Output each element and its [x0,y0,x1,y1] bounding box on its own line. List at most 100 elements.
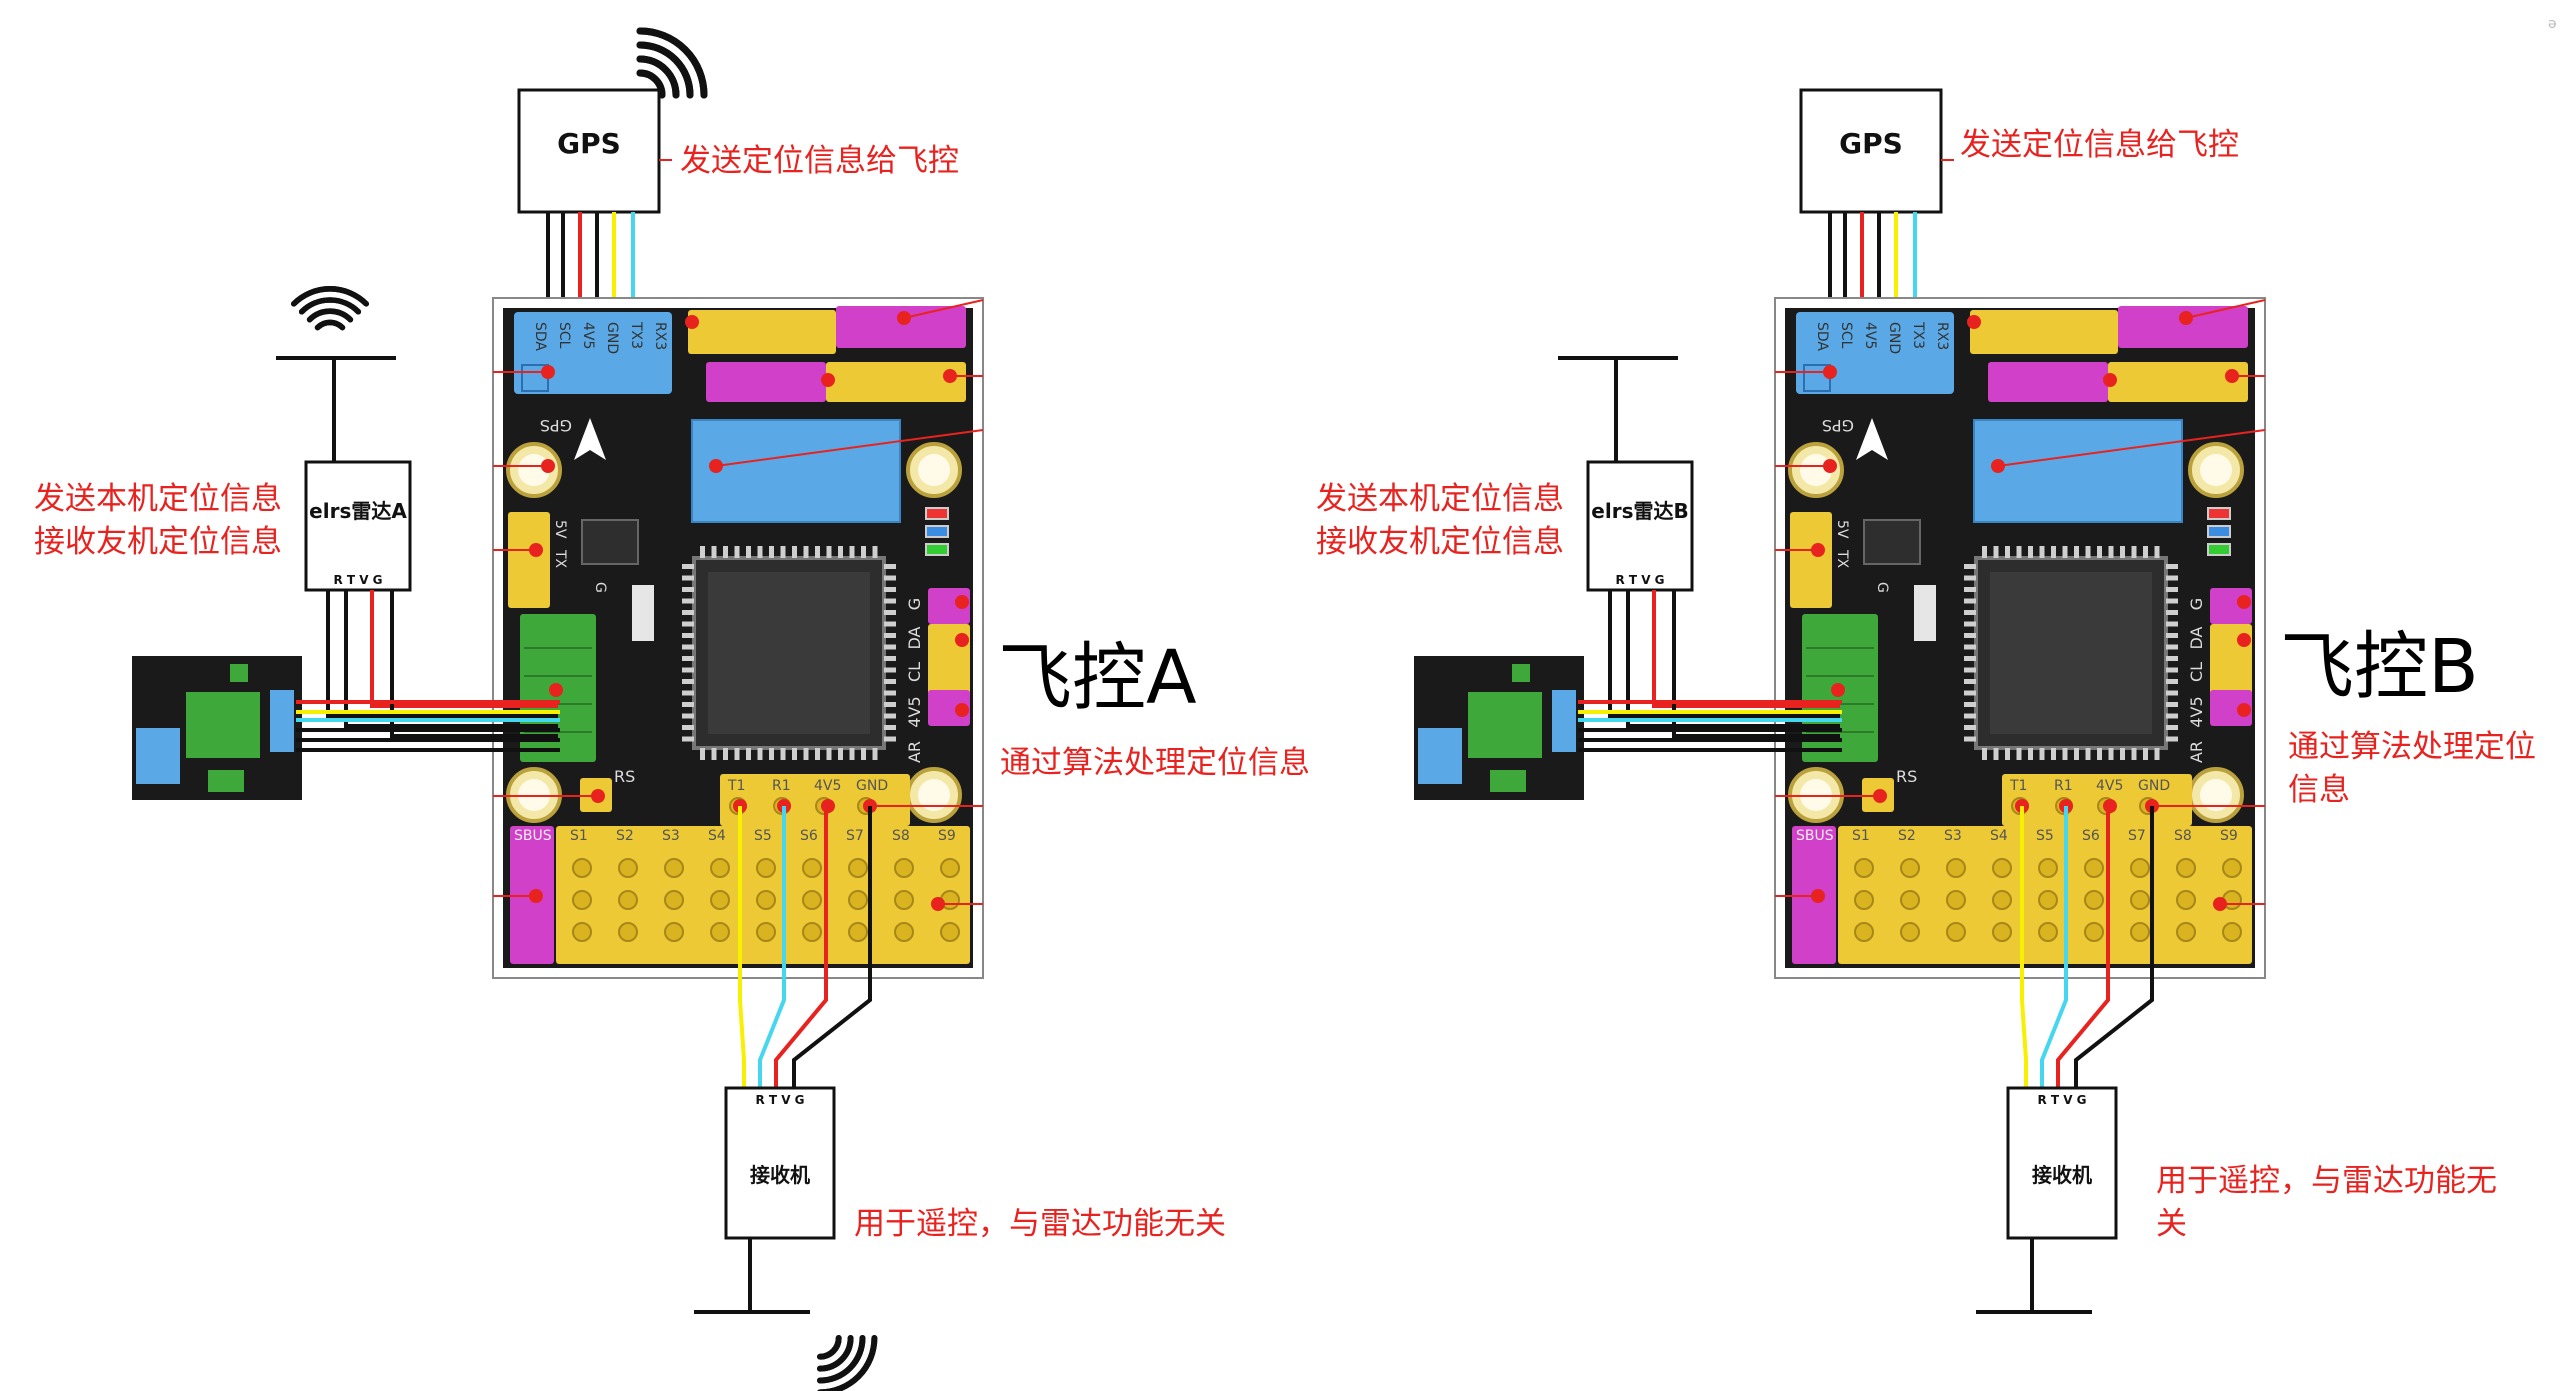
receiver-note-b: 用于遥控，与雷达功能无关 [2156,1163,2497,1242]
radar-wire-b-3 [1672,590,1840,738]
receiver-antenna-waves-b-arc-2 [817,1335,866,1384]
mcu-pin-left-b-5 [1964,621,1976,627]
adapter-green-part-a [186,692,260,758]
servo-pin-s3-a: S3 [662,828,680,844]
mcu-pin-left-a-7 [682,644,694,650]
annotation-dot-a-3 [685,315,699,329]
mcu-pin-right-b-1 [2166,575,2178,581]
right-conn-magenta-a [928,690,970,726]
radar-module-a [304,460,412,592]
radar-wire-a-1 [344,590,558,728]
servo-pad-b-6-0 [2084,858,2104,878]
servo-pad-b-4-0 [1992,858,2012,878]
servo-pad-a-3-1 [664,890,684,910]
servo-pad-b-1-1 [1854,890,1874,910]
servo-pad-a-4-0 [710,858,730,878]
right-pin-4v5-a: 4V5 [905,696,924,727]
radar-note-a-line2: 接收友机定位信息 [34,524,282,560]
mcu-pin-left-a-5 [682,621,694,627]
radar-wire-b-2 [1652,590,1840,708]
servo-pad-b-2-1 [1900,890,1920,910]
top-connector-5-b [2108,362,2248,402]
mcu-pin-right-a-12 [884,702,896,707]
receiver-wire-b-3 [2074,806,2154,1088]
fc-note-b: 通过算法处理定位信息 [2288,729,2536,808]
top-connector-2-b [2118,306,2228,348]
servo-pin-s7-a: S7 [846,828,864,844]
servo-pad-a-5-2 [756,922,776,942]
servo-pad-a-6-2 [802,922,822,942]
servo-pad-a-5-0 [756,858,776,878]
mcu-pin-top-b-3 [2016,546,2022,558]
mcu-pin-right-b-8 [2166,656,2178,661]
mcu-pin-bottom-b-12 [2120,748,2125,760]
radar-antenna-waves-b [291,286,369,331]
mcu-pin-top-b-5 [2039,546,2045,558]
annotation-leader-b-9 [2185,299,2266,319]
mcu-pin-bottom-b-10 [2097,748,2102,760]
gps-arrow-icon-a [574,418,606,460]
right-pin-cl-a: CL [905,662,924,682]
mcu-pin-bottom-b-7 [2062,748,2068,760]
mcu-pin-left-a-1 [682,575,694,581]
servo-pin-s5-b: S5 [2036,828,2054,844]
status-led-b-0 [2207,507,2231,520]
receiver-pins-b: R T V G [2037,1093,2086,1107]
mcu-pin-top-b-12 [2120,546,2125,558]
mcu-pin-bottom-b-2 [2005,748,2010,760]
servo-pad-a-1-0 [572,858,592,878]
right-pin-da-a: DA [905,626,924,649]
gps-pin-tx3-a: TX3 [628,321,644,349]
servo-pad-b-5-0 [2038,858,2058,878]
mcu-pin-bottom-b-1 [1993,748,1999,760]
radar-note-b-line2: 接收友机定位信息 [1316,524,1564,560]
servo-pad-b-5-1 [2038,890,2058,910]
mcu-pin-left-b-7 [1964,644,1976,650]
radar-wire-a-0 [326,590,558,718]
receiver-antenna-waves-b-arc-3 [817,1335,878,1391]
mcu-pin-right-a-14 [884,725,896,730]
mcu-pin-top-b-6 [2051,546,2056,558]
top-connector-5-a [826,362,966,402]
radar-label-b: elrs雷达B [1591,499,1688,523]
receiver-wire-a-1 [758,806,786,1088]
servo-pin-s9-b: S9 [2220,828,2238,844]
gps-module-a [517,88,661,214]
mcu-pin-right-a-7 [884,644,896,650]
uart-pin-4v5-a: 4V5 [814,778,841,794]
mcu-pin-top-a-15 [872,546,878,558]
mcu-pin-right-b-2 [2166,587,2178,592]
mcu-pin-bottom-a-13 [849,748,855,760]
mcu-pin-right-b-13 [2166,713,2178,719]
mcu-pin-left-a-0 [682,564,694,569]
mcu-pin-left-a-4 [682,610,694,615]
mount-hole-center-b-1 [2200,454,2232,486]
servo-pin-s9-a: S9 [938,828,956,844]
servo-pad-b-3-0 [1946,858,1966,878]
mcu-pin-top-a-8 [792,546,797,558]
servo-pad-b-4-1 [1992,890,2012,910]
servo-pad-a-5-1 [756,890,776,910]
gps-pin-gnd-b: GND [1886,322,1902,354]
mcu-pin-left-b-14 [1964,725,1976,730]
gps-pin-tx3-b: TX3 [1910,321,1926,349]
mcu-pin-left-b-4 [1964,610,1976,615]
uart-pin-t1-a: T1 [727,778,745,794]
receiver-pins-a: R T V G [755,1093,804,1107]
mcu-pin-bottom-b-14 [2143,748,2148,760]
radar-antenna-waves-b-arc-3 [291,286,369,307]
servo-pin-s4-b: S4 [1990,828,2008,844]
annotation-leader-a-9 [903,299,984,319]
servo-pad-b-2-0 [1900,858,1920,878]
mcu-pin-left-b-9 [1964,667,1976,673]
annotation-leader-a-2 [715,429,984,467]
gps-antenna-waves-b [636,27,708,99]
radar-module-b [1586,460,1694,592]
servo-pad-a-2-1 [618,890,638,910]
servo-pad-b-5-2 [2038,922,2058,942]
gps-pin-scl-b: SCL [1838,322,1854,349]
right-pin-da-b: DA [2187,626,2206,649]
servo-pad-b-6-1 [2084,890,2104,910]
sensor-chip-a [581,519,639,565]
mcu-pin-right-b-6 [2166,633,2178,638]
